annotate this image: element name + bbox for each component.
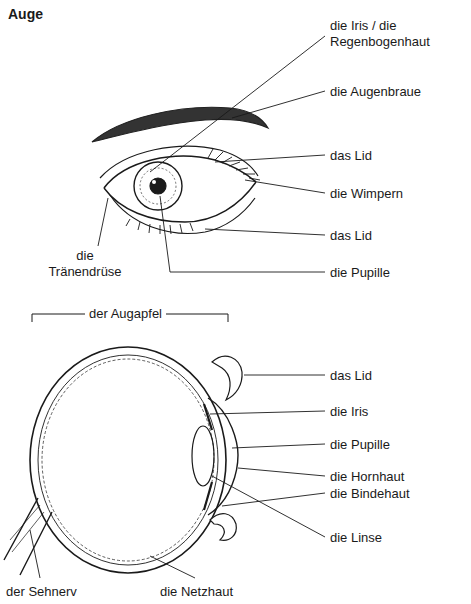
- upper-eyelid: [212, 356, 242, 400]
- part-label: das Lid: [330, 228, 372, 244]
- pupil-highlight: [152, 180, 156, 184]
- eyebrow: [92, 107, 268, 142]
- part-label: die Iris / die Regenbogenhaut: [330, 18, 458, 50]
- part-label: die Wimpern: [330, 186, 403, 202]
- part-label: der Sehnerv: [6, 584, 77, 600]
- optic-nerve: [4, 498, 52, 575]
- eyelashes: [126, 149, 260, 234]
- lens: [192, 426, 214, 486]
- part-label: die Augenbraue: [330, 84, 421, 100]
- leader-lines: [98, 36, 325, 272]
- part-label: die Pupille: [330, 437, 390, 453]
- lower-eyelid: [210, 514, 236, 541]
- lower-lid-fold: [110, 195, 255, 233]
- optic-nerve-fibres: [10, 505, 44, 552]
- part-label: das Lid: [330, 368, 372, 384]
- retina: [42, 359, 214, 561]
- part-label: die Tränendrüse: [40, 248, 130, 280]
- part-label: die Iris: [330, 404, 368, 420]
- part-label: die Netzhaut: [160, 584, 233, 600]
- iris-texture: [140, 168, 176, 204]
- part-label: das Lid: [330, 148, 372, 164]
- part-label: der Augapfel: [85, 306, 166, 322]
- diagram-title: Auge: [8, 6, 43, 22]
- cornea: [208, 398, 238, 515]
- iris: [134, 162, 182, 210]
- sclera: [30, 347, 226, 573]
- part-label: die Bindehaut: [330, 486, 410, 502]
- choroid: [38, 355, 218, 565]
- part-label: die Hornhaut: [330, 469, 404, 485]
- part-label: die Linse: [330, 530, 382, 546]
- part-label: die Pupille: [330, 265, 390, 281]
- iris-section: [204, 404, 212, 510]
- pupil: [150, 178, 166, 194]
- lower-lid: [104, 182, 256, 222]
- leader-lines: [30, 375, 325, 578]
